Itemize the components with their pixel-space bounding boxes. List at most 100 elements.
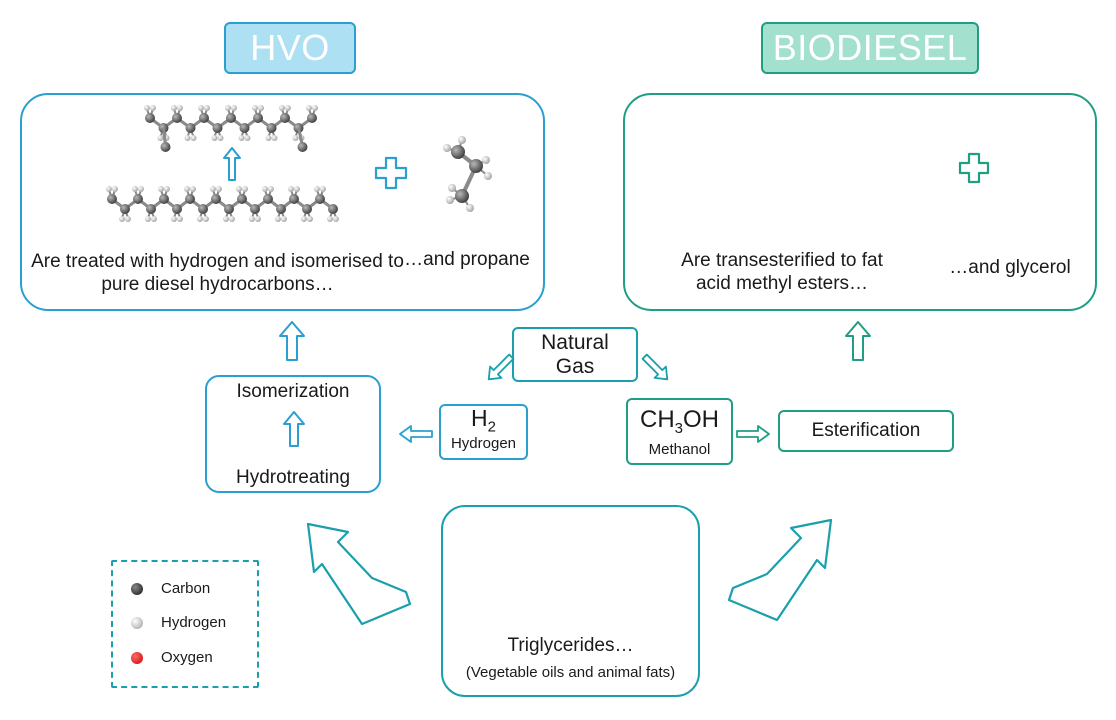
- hydrogen-to-process-arrow-icon: [399, 425, 433, 443]
- isoalkane-hydrogen: [312, 105, 318, 111]
- propane-hydrogen: [446, 196, 454, 204]
- isoalkane-hydrogen: [244, 135, 251, 141]
- n-alkane-hydrogen: [255, 216, 261, 222]
- isoalkane-hydrogen: [306, 105, 312, 111]
- n-alkane-hydrogen: [106, 186, 112, 192]
- n-alkane-hydrogen: [268, 186, 274, 192]
- hvo-title: HVO: [224, 22, 356, 74]
- carbon-dot-icon: [131, 582, 143, 595]
- n-alkane-carbon: [159, 194, 169, 204]
- isoalkane-carbon: [226, 113, 236, 123]
- propane-hydrogen: [466, 204, 474, 212]
- n-alkane-carbon: [315, 194, 325, 204]
- oxygen-dot-icon: [131, 651, 143, 664]
- n-alkane-hydrogen: [262, 186, 268, 192]
- isoalkane-carbon: [297, 142, 308, 152]
- biodiesel-panel: [623, 93, 1097, 311]
- isoalkane-carbon: [145, 113, 155, 123]
- hvo-panel: [20, 93, 545, 311]
- isoalkane-carbon: [266, 123, 277, 133]
- hydrogen-name: Hydrogen: [450, 435, 517, 452]
- n-alkane-hydrogen: [307, 216, 313, 222]
- legend-item-carbon: Carbon: [131, 580, 210, 597]
- hydrogen-box: [439, 404, 528, 460]
- n-alkane-hydrogen: [242, 186, 248, 192]
- hvo-caption: Are treated with hydrogen and isomerised…: [31, 251, 404, 295]
- isoalkane-hydrogen: [265, 135, 272, 141]
- biodiesel-title: BIODIESEL: [761, 22, 979, 74]
- isoalkane-hydrogen: [157, 135, 164, 141]
- n-alkane-hydrogen: [320, 186, 326, 192]
- isoalkane-hydrogen: [150, 105, 156, 111]
- hvo-plus-icon: [374, 156, 408, 190]
- n-alkane-carbon: [289, 194, 299, 204]
- propane-hydrogen: [448, 184, 456, 192]
- hydrotreating-label: Hydrotreating: [235, 467, 351, 488]
- hvo-up-arrow-icon: [279, 321, 305, 361]
- natural-gas-box: Natural Gas: [512, 327, 638, 382]
- feed-to-hvo-arrow-icon: [306, 522, 412, 626]
- n-alkane-carbon: [172, 204, 182, 214]
- isoalkane-hydrogen: [217, 135, 224, 141]
- isoalkane-hydrogen: [184, 135, 191, 141]
- isoalkane-carbon: [172, 113, 182, 123]
- n-alkane-hydrogen: [151, 216, 157, 222]
- biodiesel-up-arrow-icon: [845, 321, 871, 361]
- n-alkane-hydrogen: [223, 216, 229, 222]
- isoalkane-hydrogen: [225, 105, 231, 111]
- n-alkane-hydrogen: [210, 186, 216, 192]
- isoalkane-hydrogen: [279, 105, 285, 111]
- methanol-name: Methanol: [648, 441, 711, 458]
- n-alkane-hydrogen: [249, 216, 255, 222]
- n-alkane-carbon: [185, 194, 195, 204]
- n-alkane-hydrogen: [275, 216, 281, 222]
- isoalkane-hydrogen: [211, 135, 218, 141]
- n-alkane-hydrogen: [171, 216, 177, 222]
- methanol-box: [626, 398, 733, 465]
- biodiesel-plus-icon: [958, 152, 990, 184]
- hydroprocess-arrow-icon: [283, 411, 305, 447]
- biodiesel-caption: Are transesterified to fat acid methyl e…: [681, 250, 883, 294]
- isoalkane-carbon: [307, 113, 317, 123]
- propane-carbon: [455, 189, 469, 203]
- isoalkane-carbon: [280, 113, 290, 123]
- n-alkane-hydrogen: [301, 216, 307, 222]
- isoalkane-carbon: [239, 123, 250, 133]
- feed-to-biodiesel-arrow-icon: [727, 518, 833, 622]
- isoalkane-hydrogen: [238, 135, 245, 141]
- n-alkane-hydrogen: [132, 186, 138, 192]
- gas-to-hydrogen-arrow-icon: [487, 353, 515, 381]
- esterification-label: Esterification: [811, 420, 921, 441]
- hvo-inner-arrow-icon: [223, 147, 241, 181]
- n-alkane-hydrogen: [177, 216, 183, 222]
- hydrogen-dot-icon: [131, 616, 143, 629]
- n-alkane-hydrogen: [294, 186, 300, 192]
- propane-carbon: [469, 159, 483, 173]
- n-alkane-carbon: [133, 194, 143, 204]
- n-alkane-hydrogen: [125, 216, 131, 222]
- n-alkane-hydrogen: [197, 216, 203, 222]
- n-alkane-hydrogen: [327, 216, 333, 222]
- isoalkane-hydrogen: [252, 105, 258, 111]
- isoalkane-hydrogen: [171, 105, 177, 111]
- biodiesel-glycerol-caption: …and glycerol: [949, 257, 1071, 278]
- isoalkane-hydrogen: [271, 135, 278, 141]
- triglycerides-panel: [441, 505, 700, 697]
- n-alkane-carbon: [146, 204, 156, 214]
- n-alkane-carbon: [263, 194, 273, 204]
- n-alkane-hydrogen: [119, 216, 125, 222]
- propane-hydrogen: [458, 136, 466, 144]
- hydroprocess-box: [205, 375, 381, 493]
- isoalkane-hydrogen: [285, 105, 291, 111]
- isoalkane-carbon: [160, 142, 171, 152]
- n-alkane-hydrogen: [138, 186, 144, 192]
- n-alkane-carbon: [107, 194, 117, 204]
- n-alkane-carbon: [237, 194, 247, 204]
- isoalkane-hydrogen: [144, 105, 150, 111]
- hvo-propane-caption: …and propane: [404, 249, 530, 270]
- n-alkane-carbon: [328, 204, 338, 214]
- propane-hydrogen: [484, 172, 492, 180]
- n-alkane-hydrogen: [281, 216, 287, 222]
- isoalkane-carbon: [199, 113, 209, 123]
- isoalkane-carbon: [185, 123, 196, 133]
